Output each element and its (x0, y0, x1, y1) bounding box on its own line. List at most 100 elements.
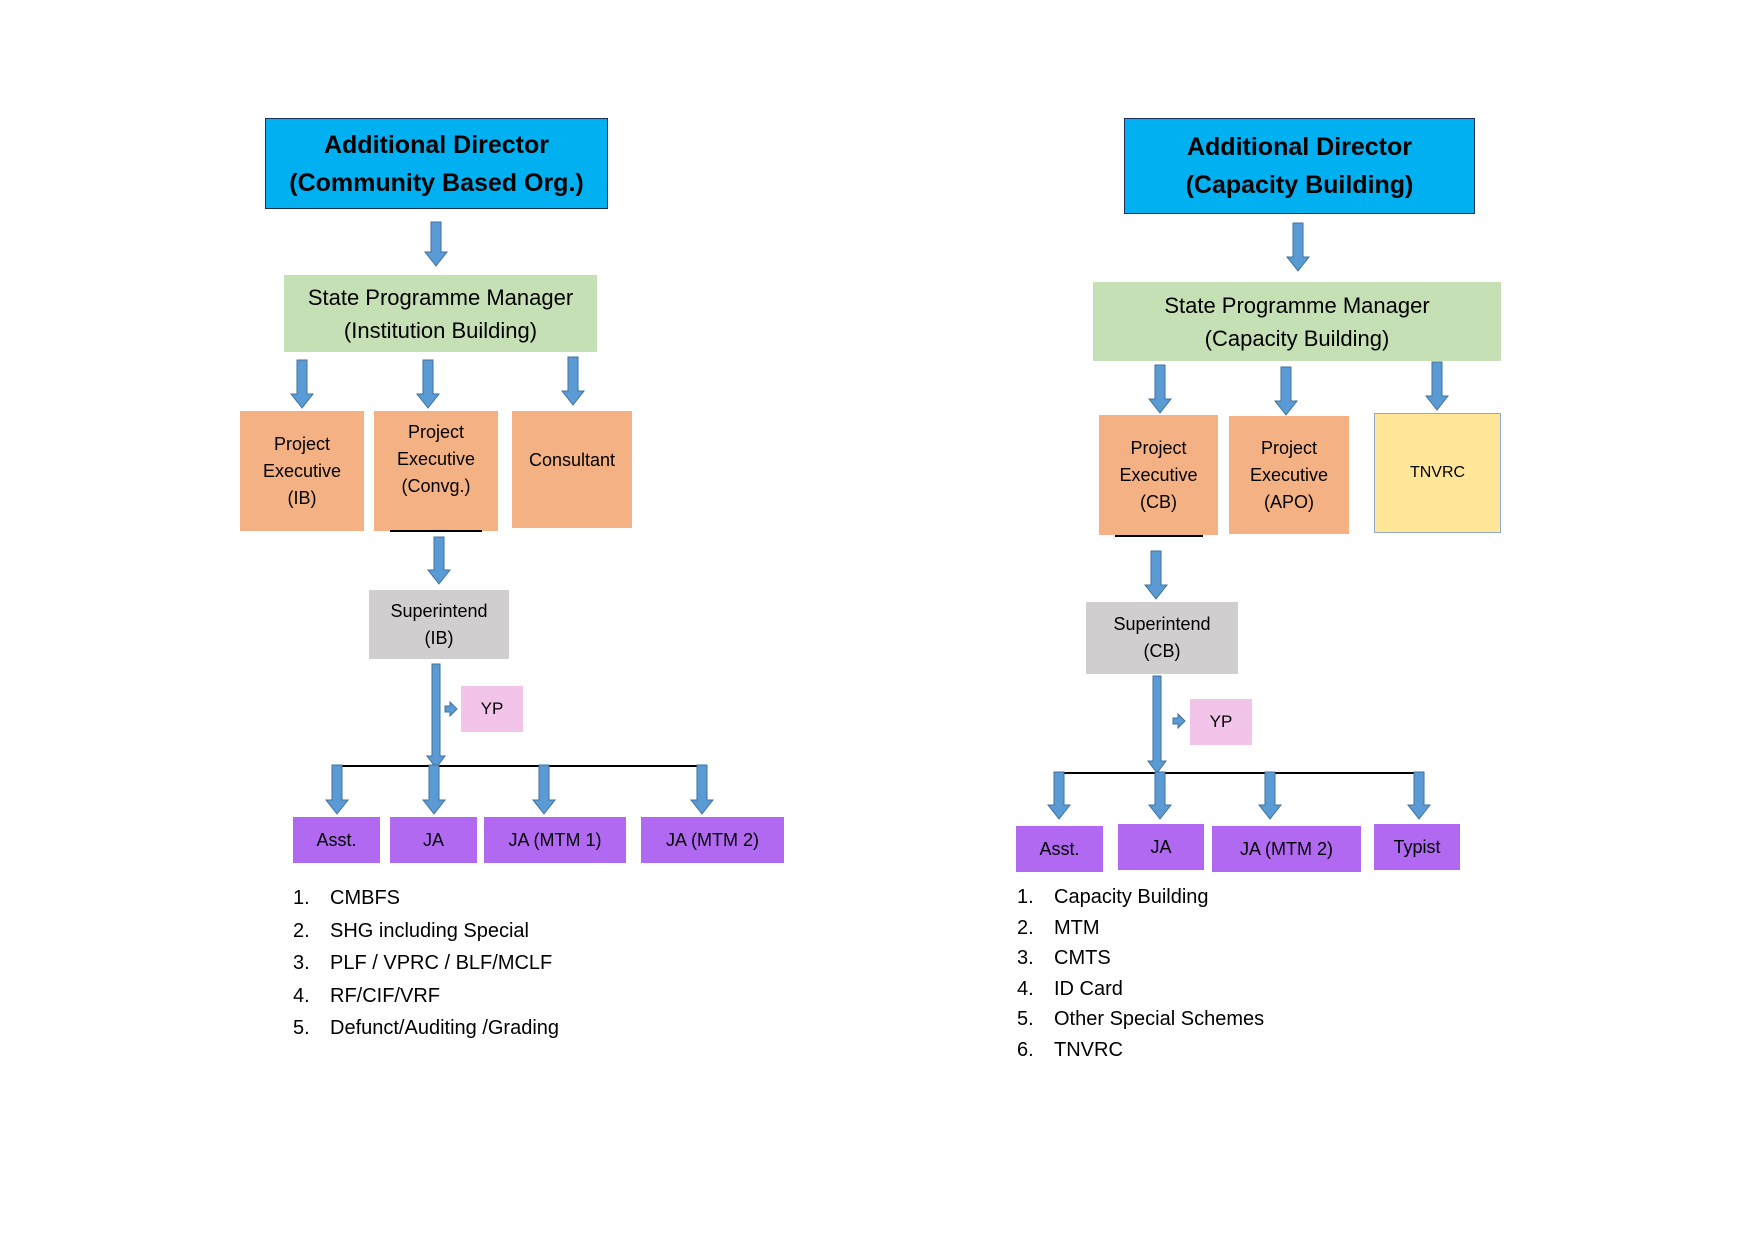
left-convg-underline (390, 530, 482, 532)
right-arrow-icon (444, 700, 458, 718)
list-text: CMBFS (330, 887, 400, 909)
left-project-executive-convg-box: Project Executive (Convg.) (374, 411, 498, 531)
list-text: TNVRC (1054, 1038, 1123, 1061)
list-text: RF/CIF/VRF (330, 984, 440, 1007)
list-item: 2. SHG including Special (293, 915, 559, 948)
left-superintend-title: Superintend (390, 600, 488, 621)
left-unit-line: Consultant (528, 450, 616, 470)
right-unit-line: (APO) (1263, 491, 1314, 512)
left-unit-line: Project (273, 433, 331, 454)
list-text: SHG including Special (330, 919, 529, 942)
right-duties-list: 1. Capacity Building 2.MTM 3. CMTS 4.ID Ca… (1017, 882, 1264, 1065)
right-unit-line: Project (1130, 437, 1187, 458)
right-additional-director-box: Additional Director (Capacity Building) (1124, 118, 1475, 214)
left-unit-line: (IB) (287, 487, 317, 508)
right-arrow-icon (1172, 712, 1186, 730)
right-yp-label: YP (1209, 712, 1233, 731)
right-unit-line: Executive (1249, 464, 1329, 485)
left-unit-line: Executive (396, 449, 476, 469)
staff-label: JA (1150, 836, 1172, 857)
left-yp-box: YP (461, 686, 523, 732)
right-project-executive-apo-box: Project Executive (APO) (1229, 416, 1349, 534)
right-superintend-title: Superintend (1113, 614, 1211, 634)
list-item: 6. TNVRC (1017, 1035, 1264, 1066)
right-state-programme-manager-box: State Programme Manager (Capacity Buildi… (1093, 282, 1501, 361)
left-staff-ja-mtm1-box: JA (MTM 1) (484, 817, 626, 863)
right-unit-line: Executive (1119, 464, 1198, 485)
staff-label: JA (MTM 2) (666, 829, 759, 850)
down-arrow-icon (1147, 675, 1167, 774)
down-arrow-icon (1147, 364, 1173, 414)
list-text: Defunct/Auditing /Grading (330, 1017, 560, 1039)
down-arrow-icon (289, 359, 315, 409)
left-staff-connector-line (337, 765, 705, 767)
down-arrow-icon (324, 764, 350, 815)
list-text: Capacity Building (1054, 886, 1209, 908)
down-arrow-icon (531, 764, 557, 815)
left-spm-dept: (Institution Building) (343, 317, 538, 343)
staff-label: Asst. (316, 829, 357, 850)
right-staff-typist-box: Typist (1374, 824, 1460, 870)
list-number: 3. (1017, 947, 1034, 969)
down-arrow-icon (1147, 771, 1173, 820)
list-item: 4. RF/CIF/VRF (293, 980, 559, 1013)
left-state-programme-manager-box: State Programme Manager (Institution Bui… (284, 275, 597, 352)
left-unit-line: (Convg.) (401, 476, 471, 496)
right-spm-title: State Programme Manager (1164, 292, 1430, 318)
list-text: CMTS (1054, 947, 1111, 969)
staff-label: JA (MTM 2) (1240, 838, 1333, 859)
staff-label: Asst. (1039, 838, 1080, 859)
down-arrow-icon (426, 663, 446, 769)
right-superintend-dept: (CB) (1143, 641, 1181, 661)
down-arrow-icon (1424, 361, 1450, 411)
list-number: 6. (1017, 1038, 1034, 1061)
list-item: 5. Other Special Schemes (1017, 1004, 1264, 1035)
list-number: 1. (1017, 886, 1034, 908)
down-arrow-icon (689, 764, 715, 815)
list-number: 5. (293, 1017, 310, 1039)
left-yp-label: YP (480, 699, 504, 718)
right-unit-line: TNVRC (1409, 464, 1466, 481)
list-number: 2. (1017, 916, 1034, 939)
left-unit-line: Executive (262, 460, 342, 481)
left-staff-ja-mtm2-box: JA (MTM 2) (641, 817, 784, 863)
staff-label: JA (422, 829, 444, 850)
down-arrow-icon (426, 536, 452, 585)
down-arrow-icon (1257, 771, 1283, 820)
list-item: 4.ID Card (1017, 974, 1264, 1005)
right-yp-box: YP (1190, 699, 1252, 745)
down-arrow-icon (415, 359, 441, 409)
right-staff-asst-box: Asst. (1016, 826, 1103, 872)
right-project-executive-cb-box: Project Executive (CB) (1099, 415, 1218, 535)
list-item: 5. Defunct/Auditing /Grading (293, 1012, 559, 1045)
list-number: 4. (293, 984, 310, 1007)
left-unit-line: Project (407, 422, 465, 442)
right-director-dept: (Capacity Building) (1185, 171, 1414, 199)
down-arrow-icon (423, 221, 449, 267)
right-cb-underline (1115, 535, 1203, 537)
list-number: 1. (293, 887, 310, 909)
left-consultant-box: Consultant (512, 411, 632, 528)
list-number: 3. (293, 952, 310, 974)
down-arrow-icon (421, 764, 447, 815)
left-superintend-dept: (IB) (424, 627, 454, 648)
list-item: 2.MTM (1017, 913, 1264, 944)
right-spm-dept: (Capacity Building) (1204, 325, 1390, 351)
right-staff-ja-mtm2-box: JA (MTM 2) (1212, 826, 1361, 872)
right-unit-line: (CB) (1140, 491, 1177, 512)
list-number: 4. (1017, 977, 1034, 1000)
list-item: 3. PLF / VPRC / BLF/MCLF (293, 947, 559, 980)
left-duties-list: 1. CMBFS 2. SHG including Special 3. PLF / … (293, 882, 559, 1045)
list-number: 2. (293, 919, 310, 942)
list-text: PLF / VPRC / BLF/MCLF (330, 952, 553, 974)
left-superintend-box: Superintend (IB) (369, 590, 509, 659)
right-unit-line: Project (1260, 437, 1318, 458)
left-project-executive-ib-box: Project Executive (IB) (240, 411, 364, 531)
right-staff-connector-line (1060, 772, 1419, 774)
right-arrows (1046, 222, 1450, 820)
list-text: Other Special Schemes (1054, 1008, 1265, 1030)
right-staff-ja-box: JA (1118, 824, 1204, 870)
list-item: 3. CMTS (1017, 943, 1264, 974)
list-number: 5. (1017, 1008, 1034, 1030)
